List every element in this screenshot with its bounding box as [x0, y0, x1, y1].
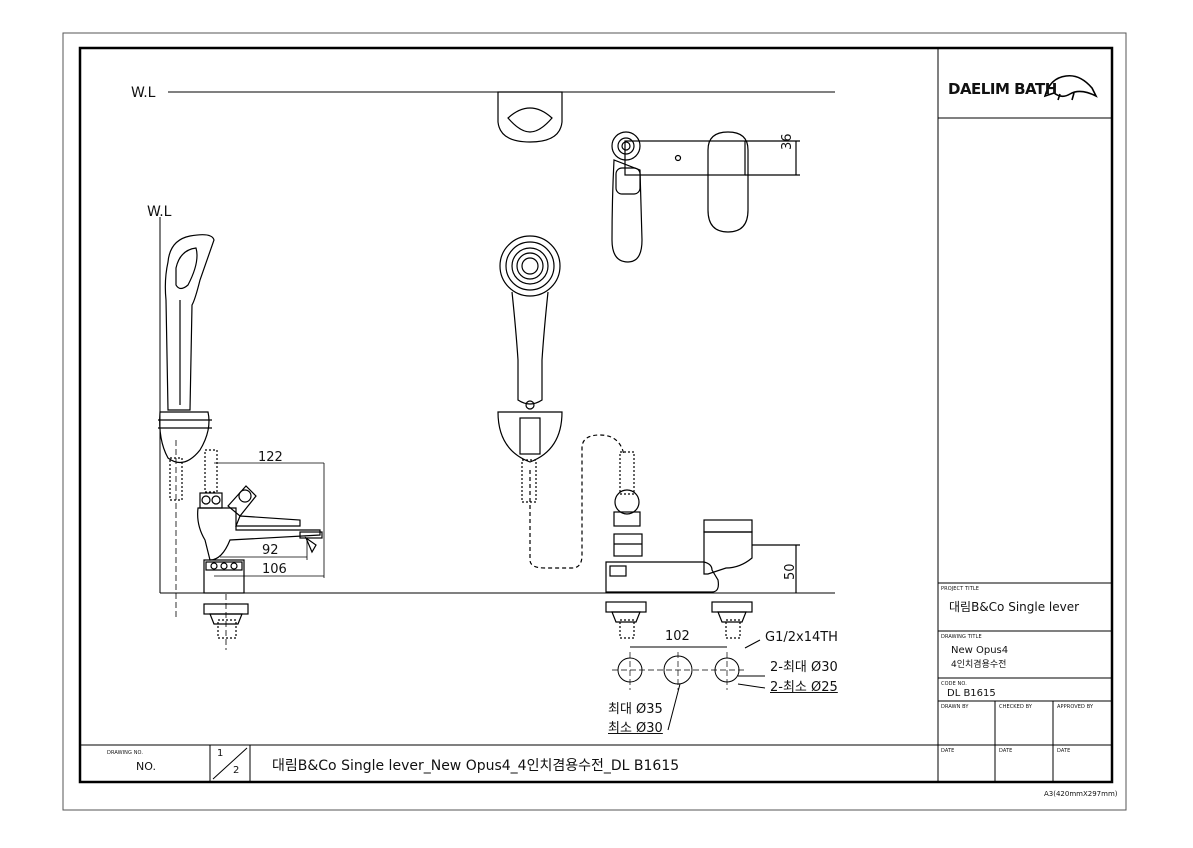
inner-frame	[78, 46, 1114, 784]
front-hand-shower	[497, 235, 625, 569]
dim-122: 122	[258, 450, 283, 465]
dim-center-min: 최소 Ø30	[608, 721, 663, 736]
bottom-bar	[80, 744, 938, 782]
drawing-title-line2: 4인치겸용수전	[951, 660, 1007, 670]
code-no: DL B1615	[947, 688, 996, 699]
dim-92: 92	[262, 543, 279, 558]
checked-by-label: CHECKED BY	[999, 704, 1032, 710]
side-view-faucet	[158, 234, 323, 650]
date-label-1: DATE	[941, 748, 955, 754]
dim-center-max: 최대 Ø35	[608, 702, 663, 717]
dim-thread: G1/2x14TH	[765, 630, 838, 645]
top-view-faucet	[611, 131, 800, 263]
dim-50: 50	[783, 563, 798, 580]
drawing-title-label: DRAWING TITLE	[941, 634, 982, 640]
dim-hole-min: 2-최소 Ø25	[770, 680, 838, 695]
dim-106: 106	[262, 562, 287, 577]
sheet-number: 1	[217, 748, 224, 759]
top-holder	[497, 91, 563, 143]
mounting-holes	[612, 639, 766, 731]
sheet-total: 2	[233, 765, 240, 776]
side-view-dimensions	[214, 462, 325, 578]
dim-102: 102	[665, 629, 690, 644]
front-faucet-body	[605, 451, 800, 639]
paper-size: A3(420mmX297mm)	[1044, 790, 1118, 798]
drawing-title-line1: New Opus4	[951, 645, 1009, 656]
brand-logo: DAELIM BATH	[948, 80, 1057, 98]
drawing-no-label: DRAWING NO.	[107, 750, 144, 756]
dim-36: 36	[780, 133, 795, 150]
date-label-2: DATE	[999, 748, 1013, 754]
date-label-3: DATE	[1057, 748, 1071, 754]
project-title-label: PROJECT TITLE	[941, 586, 980, 592]
title-block	[937, 48, 1112, 782]
logo-mark-icon	[1043, 74, 1098, 101]
outer-border	[62, 32, 1127, 811]
drawing-no: NO.	[136, 760, 156, 773]
full-drawing-title: 대림B&Co Single lever_New Opus4_4인치겸용수전_DL…	[272, 758, 680, 774]
code-no-label: CODE NO.	[941, 681, 967, 687]
approved-by-label: APPROVED BY	[1057, 704, 1094, 710]
water-level-label-top: W.L	[131, 85, 156, 101]
project-title: 대림B&Co Single lever	[949, 600, 1080, 614]
drawn-by-label: DRAWN BY	[941, 704, 969, 710]
dim-hole-max: 2-최대 Ø30	[770, 660, 838, 675]
water-level-label-side: W.L	[147, 204, 172, 220]
